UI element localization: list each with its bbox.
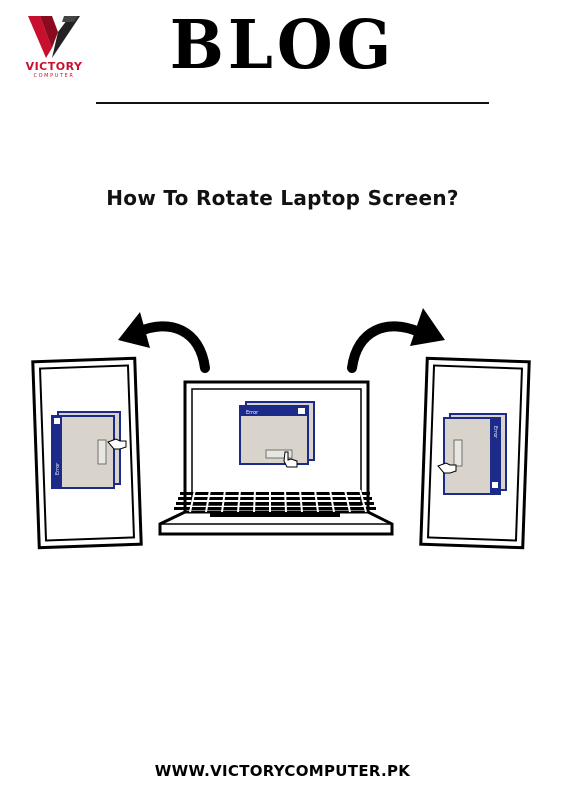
website-url: WWW.VICTORYCOMPUTER.PK bbox=[154, 762, 411, 780]
left-monitor-icon: Error bbox=[31, 356, 143, 550]
left-dialog-title: Error bbox=[55, 462, 61, 475]
pointer-hand-icon bbox=[283, 451, 298, 468]
title-divider bbox=[96, 102, 489, 104]
brand-name: VICTORY bbox=[25, 60, 83, 73]
page-title: BLOG bbox=[169, 6, 396, 85]
right-dialog-title: Error bbox=[492, 426, 498, 439]
laptop-icon: Error bbox=[158, 380, 394, 536]
brand-sub: COMPUTER bbox=[33, 73, 75, 79]
rotate-left-arrow-icon bbox=[118, 312, 210, 373]
rotate-right-arrow-icon bbox=[347, 308, 445, 373]
rotate-screen-illustration: Error Error bbox=[31, 308, 531, 550]
pointer-hand-icon bbox=[107, 438, 127, 450]
article-title: How To Rotate Laptop Screen? bbox=[106, 186, 459, 210]
pointer-hand-icon bbox=[437, 462, 457, 474]
brand-logo: VICTORY COMPUTER bbox=[18, 12, 90, 84]
laptop-dialog-title: Error bbox=[246, 410, 259, 416]
victory-v-icon bbox=[28, 16, 80, 58]
keyboard-icon bbox=[174, 492, 376, 517]
right-monitor-icon: Error bbox=[419, 356, 531, 550]
